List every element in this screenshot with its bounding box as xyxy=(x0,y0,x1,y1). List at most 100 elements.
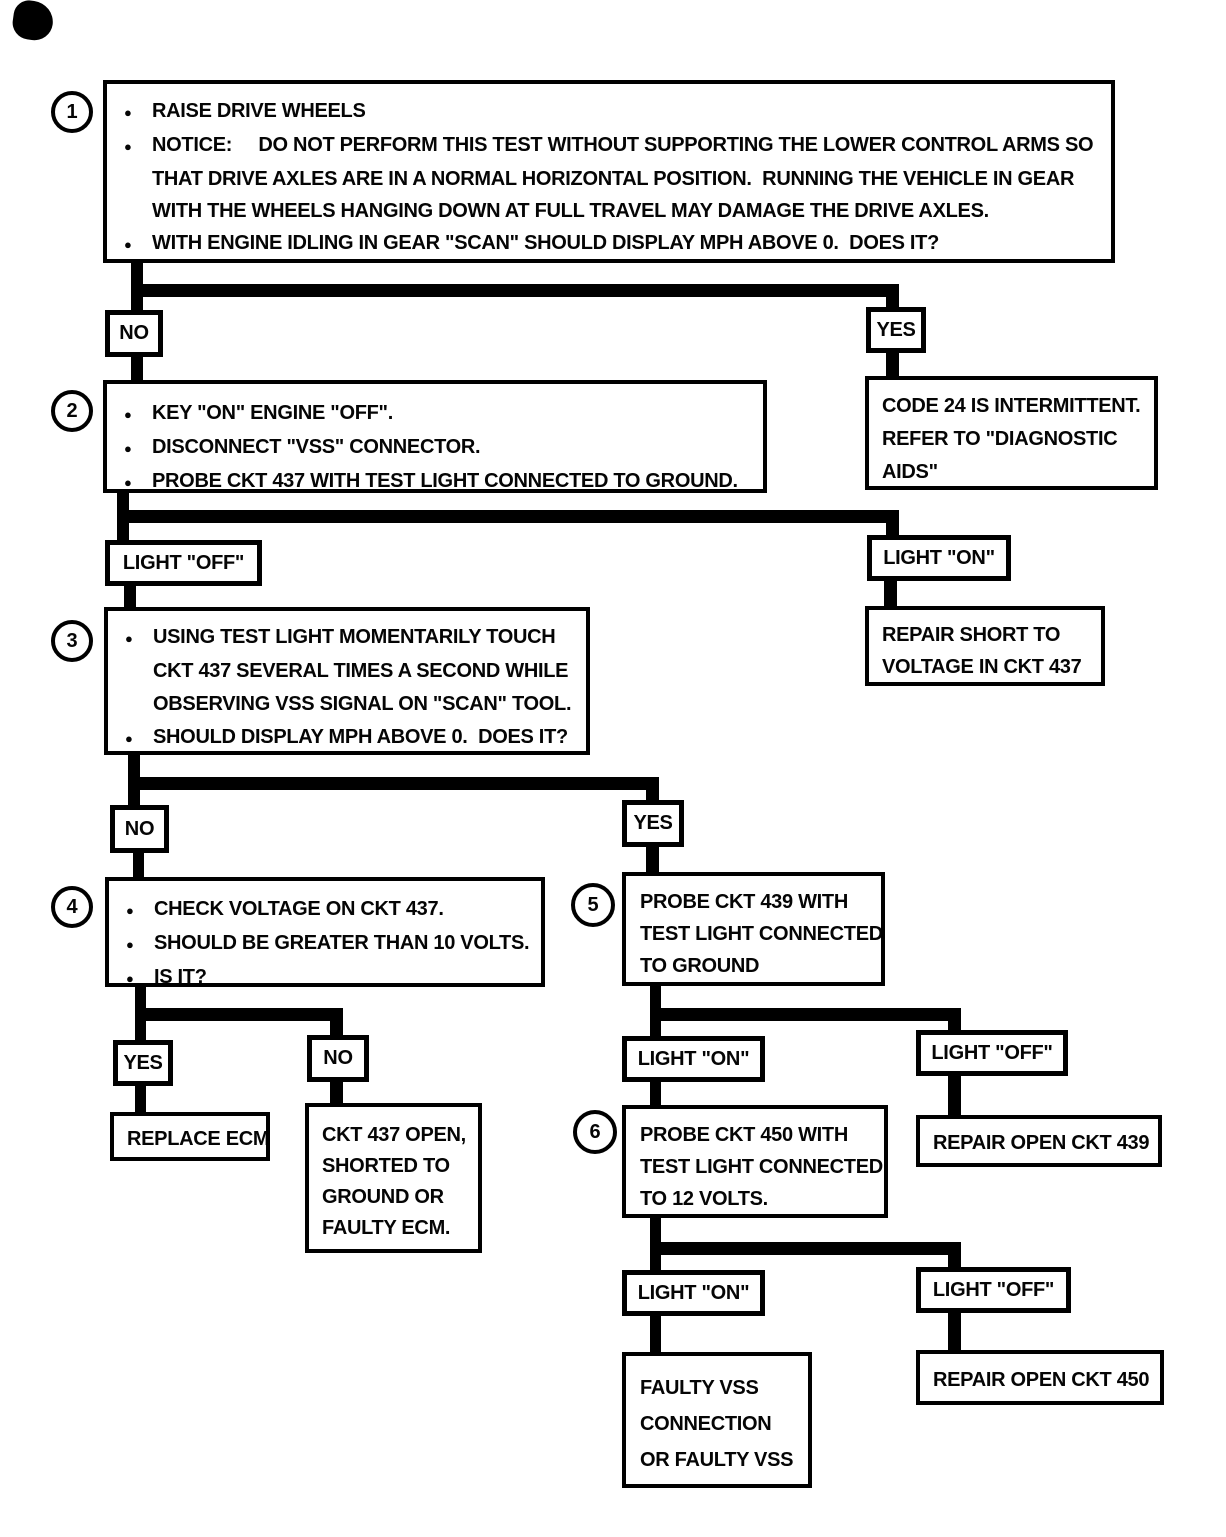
branch-label: LIGHT "ON" xyxy=(883,546,995,569)
branch-step5-light-on: LIGHT "ON" xyxy=(622,1036,765,1082)
result-repair-open-ckt450: REPAIR OPEN CKT 450 xyxy=(916,1350,1164,1405)
bullet-icon: ● xyxy=(126,903,134,918)
connector-line xyxy=(330,1008,343,1036)
bullet-icon: ● xyxy=(124,139,132,154)
result-line: REFER TO "DIAGNOSTIC xyxy=(882,428,1118,450)
connector-line xyxy=(330,1080,343,1106)
result-line: AIDS" xyxy=(882,461,938,483)
connector-line xyxy=(135,1084,146,1113)
branch-step4-no: NO xyxy=(307,1035,369,1082)
bullet-icon: ● xyxy=(125,731,133,746)
step-number-1: 1 xyxy=(66,100,78,123)
branch-step6-light-off: LIGHT "OFF" xyxy=(916,1267,1071,1313)
scan-artifact-blob xyxy=(10,0,56,43)
bullet-icon: ● xyxy=(126,971,134,986)
result-line: CONNECTION xyxy=(640,1413,772,1435)
result-line: REPAIR OPEN CKT 439 xyxy=(933,1132,1150,1154)
step3-box: ●USING TEST LIGHT MOMENTARILY TOUCH CKT … xyxy=(104,607,590,755)
branch-step2-light-on: LIGHT "ON" xyxy=(867,535,1011,581)
branch-label: NO xyxy=(323,1047,353,1069)
result-line: REPAIR OPEN CKT 450 xyxy=(933,1369,1150,1391)
result-line: CODE 24 IS INTERMITTENT. xyxy=(882,395,1141,417)
step-number-circle-1: 1 xyxy=(51,91,93,133)
step5-line: TO GROUND xyxy=(640,955,760,977)
step3-line: SHOULD DISPLAY MPH ABOVE 0. DOES IT? xyxy=(153,726,568,748)
connector-line xyxy=(131,355,143,382)
step6-line: PROBE CKT 450 WITH xyxy=(640,1124,848,1146)
result-repair-short-ckt437: REPAIR SHORT TO VOLTAGE IN CKT 437 xyxy=(865,606,1105,686)
connector-line xyxy=(117,510,899,523)
step-number-5: 5 xyxy=(587,893,599,916)
step5-line: PROBE CKT 439 WITH xyxy=(640,891,848,913)
bullet-icon: ● xyxy=(125,631,133,646)
branch-label: LIGHT "OFF" xyxy=(122,551,245,574)
connector-line xyxy=(128,777,659,790)
step-number-circle-6: 6 xyxy=(573,1110,617,1154)
connector-line xyxy=(650,1314,661,1354)
step-number-circle-4: 4 xyxy=(51,886,93,928)
result-faulty-vss: FAULTY VSS CONNECTION OR FAULTY VSS xyxy=(622,1352,812,1488)
connector-line xyxy=(650,1080,661,1106)
branch-label: LIGHT "ON" xyxy=(637,1281,750,1304)
branch-label: NO xyxy=(124,817,155,840)
step2-box: ●KEY "ON" ENGINE "OFF". ●DISCONNECT "VSS… xyxy=(103,380,767,493)
step-number-circle-3: 3 xyxy=(51,620,93,662)
result-line: FAULTY VSS xyxy=(640,1377,759,1399)
connector-line xyxy=(646,845,659,874)
step-number-circle-2: 2 xyxy=(51,390,93,432)
step3-line: USING TEST LIGHT MOMENTARILY TOUCH xyxy=(153,626,556,648)
connector-line xyxy=(948,1311,961,1352)
bullet-icon: ● xyxy=(126,937,134,952)
bullet-icon: ● xyxy=(124,475,132,490)
connector-line xyxy=(646,777,659,802)
step2-line: PROBE CKT 437 WITH TEST LIGHT CONNECTED … xyxy=(152,470,738,492)
branch-label: LIGHT "OFF" xyxy=(931,1041,1053,1064)
connector-line xyxy=(650,1008,961,1021)
connector-line xyxy=(948,1242,961,1268)
result-line: CKT 437 OPEN, xyxy=(322,1124,466,1146)
branch-step5-light-off: LIGHT "OFF" xyxy=(916,1030,1068,1076)
branch-label: LIGHT "OFF" xyxy=(932,1278,1055,1301)
bullet-icon: ● xyxy=(124,441,132,456)
branch-step1-no: NO xyxy=(105,310,163,357)
step3-line: OBSERVING VSS SIGNAL ON "SCAN" TOOL. xyxy=(153,693,572,715)
step1-line: RAISE DRIVE WHEELS xyxy=(152,100,366,122)
step1-line: WITH THE WHEELS HANGING DOWN AT FULL TRA… xyxy=(152,200,989,222)
step1-line: THAT DRIVE AXLES ARE IN A NORMAL HORIZON… xyxy=(152,168,1075,190)
step1-box: ● RAISE DRIVE WHEELS ● NOTICE: DO NOT PERF… xyxy=(103,80,1115,263)
step6-line: TEST LIGHT CONNECTED xyxy=(640,1156,883,1178)
bullet-icon: ● xyxy=(124,407,132,422)
branch-label: YES xyxy=(876,318,916,341)
step1-line: WITH ENGINE IDLING IN GEAR "SCAN" SHOULD… xyxy=(152,232,940,254)
step5-box: PROBE CKT 439 WITH TEST LIGHT CONNECTED … xyxy=(622,872,885,986)
branch-step6-light-on: LIGHT "ON" xyxy=(622,1270,765,1316)
step1-line: NOTICE: DO NOT PERFORM THIS TEST WITHOUT… xyxy=(152,134,1094,156)
connector-line xyxy=(884,579,897,608)
step6-line-underlined: 12 VOLTS. xyxy=(672,1183,768,1214)
step2-line: KEY "ON" ENGINE "OFF". xyxy=(152,402,393,424)
step4-line: SHOULD BE GREATER THAN 10 VOLTS. xyxy=(154,932,530,954)
branch-label: LIGHT "ON" xyxy=(637,1047,750,1070)
connector-line xyxy=(948,1008,961,1032)
branch-step2-light-off: LIGHT "OFF" xyxy=(105,540,262,586)
result-replace-ecm: REPLACE ECM xyxy=(110,1112,270,1161)
branch-label: NO xyxy=(119,322,149,344)
branch-step3-no: NO xyxy=(110,805,169,853)
step6-line-prefix: TO xyxy=(640,1188,673,1210)
connector-line xyxy=(886,510,899,537)
result-line: VOLTAGE IN CKT 437 xyxy=(882,656,1082,678)
connector-line xyxy=(886,284,899,309)
result-line: OR FAULTY VSS xyxy=(640,1449,794,1471)
connector-line xyxy=(886,351,899,378)
result-code24-intermittent: CODE 24 IS INTERMITTENT. REFER TO "DIAGN… xyxy=(865,376,1158,490)
step6-box: PROBE CKT 450 WITH TEST LIGHT CONNECTED … xyxy=(622,1105,888,1218)
branch-step4-yes: YES xyxy=(113,1040,173,1086)
step-number-circle-5: 5 xyxy=(571,883,615,927)
bullet-icon: ● xyxy=(124,237,132,252)
connector-line xyxy=(948,1074,961,1115)
branch-step1-yes: YES xyxy=(866,307,926,353)
step-number-2: 2 xyxy=(66,399,78,422)
step-number-3: 3 xyxy=(66,629,78,652)
result-ckt437-open: CKT 437 OPEN, SHORTED TO GROUND OR FAULT… xyxy=(305,1103,482,1253)
